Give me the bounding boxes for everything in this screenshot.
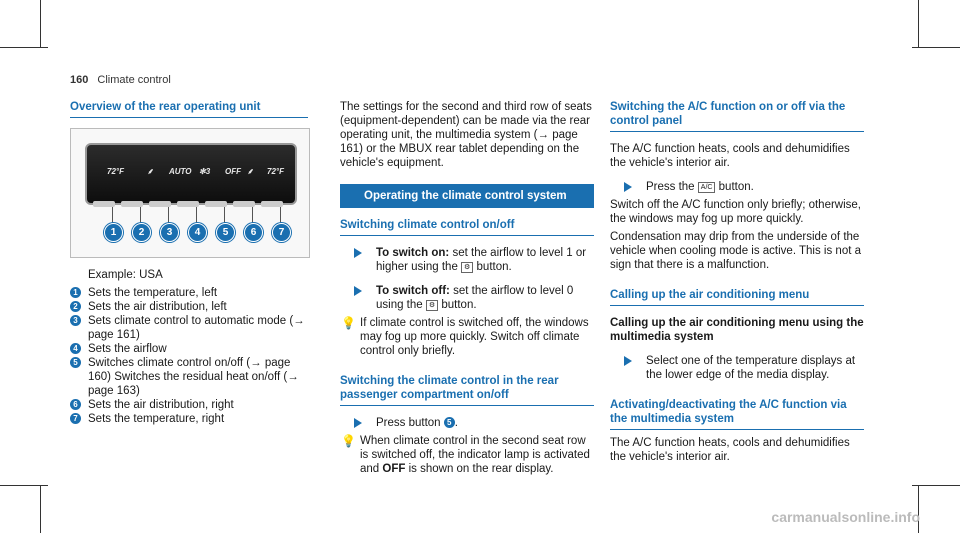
note: 💡 When climate control in the second sea… bbox=[341, 434, 590, 475]
subsection-heading: Switching climate control on/off bbox=[340, 218, 594, 236]
crop-mark bbox=[912, 47, 960, 48]
chapter-title: Climate control bbox=[97, 74, 171, 86]
temp-right-label: 72°F bbox=[267, 167, 284, 176]
crop-mark bbox=[912, 485, 960, 486]
auto-label: AUTO bbox=[169, 167, 192, 176]
callout-5: 5 bbox=[216, 223, 235, 242]
crop-mark bbox=[0, 485, 48, 486]
callout-row: 1 2 3 4 5 6 7 bbox=[71, 207, 309, 247]
paragraph: Condensation may drip from the underside… bbox=[610, 231, 862, 271]
example-caption: Example: USA bbox=[88, 269, 163, 281]
subsection-heading: Switching the climate control in the rea… bbox=[340, 374, 594, 406]
arrow-icon bbox=[624, 356, 632, 366]
callout-1: 1 bbox=[104, 223, 123, 242]
crop-mark bbox=[918, 0, 919, 48]
control-panel-image: 72°F ⸙ AUTO ✻3 OFF ⸙ 72°F bbox=[85, 143, 297, 205]
crop-mark bbox=[918, 485, 919, 533]
temp-left-label: 72°F bbox=[107, 167, 124, 176]
subsection-heading: Calling up the air conditioning menu usi… bbox=[610, 317, 864, 343]
watermark: carmanualsonline.info bbox=[771, 509, 920, 525]
section-band: Operating the climate control system bbox=[340, 184, 594, 208]
button-5-ref: 5 bbox=[443, 417, 455, 428]
lightbulb-icon: 💡 bbox=[341, 316, 356, 330]
callout-2: 2 bbox=[132, 223, 151, 242]
fan-button-icon: ⚙ bbox=[425, 300, 439, 311]
section-heading: Activating/deactivating the A/C function… bbox=[610, 398, 864, 430]
section-heading: Calling up the air conditioning menu bbox=[610, 288, 864, 306]
arrow-icon bbox=[354, 418, 362, 428]
instruction-step: To switch off: set the airflow to level … bbox=[340, 284, 594, 312]
rear-operating-unit-figure: 72°F ⸙ AUTO ✻3 OFF ⸙ 72°F 1 2 3 4 5 6 7 bbox=[70, 128, 310, 258]
air-distribution-left-icon: ⸙ bbox=[147, 167, 153, 176]
paragraph: The A/C function heats, cools and dehumi… bbox=[610, 143, 850, 169]
crop-mark bbox=[0, 47, 48, 48]
lightbulb-icon: 💡 bbox=[341, 434, 356, 448]
instruction-step: Select one of the temperature displays a… bbox=[610, 354, 864, 382]
arrow-icon bbox=[624, 182, 632, 192]
fan-icon: ✻3 bbox=[199, 167, 211, 176]
page-header: 160 Climate control bbox=[70, 73, 171, 87]
air-distribution-right-icon: ⸙ bbox=[247, 167, 253, 176]
middle-column: The settings for the second and third ro… bbox=[340, 100, 594, 480]
callout-6: 6 bbox=[244, 223, 263, 242]
arrow-icon bbox=[354, 286, 362, 296]
left-column: Overview of the rear operating unit bbox=[70, 100, 308, 128]
intro-paragraph: The settings for the second and third ro… bbox=[340, 101, 592, 169]
instruction-step: Press button 5. bbox=[340, 416, 594, 430]
crop-mark bbox=[40, 485, 41, 533]
arrow-icon bbox=[354, 248, 362, 258]
instruction-step: To switch on: set the airflow to level 1… bbox=[340, 246, 594, 274]
page-number: 160 bbox=[70, 74, 89, 86]
callout-4: 4 bbox=[188, 223, 207, 242]
right-column: Switching the A/C function on or off via… bbox=[610, 100, 864, 468]
section-heading: Overview of the rear operating unit bbox=[70, 100, 308, 118]
panel-keys bbox=[93, 201, 285, 207]
off-label: OFF bbox=[225, 167, 241, 176]
fan-button-icon: ⚙ bbox=[461, 262, 474, 273]
section-heading: Switching the A/C function on or off via… bbox=[610, 100, 864, 132]
paragraph: The A/C function heats, cools and dehumi… bbox=[610, 437, 850, 463]
paragraph: Switch off the A/C function only briefly… bbox=[610, 199, 861, 225]
instruction-step: Press the A/C button. bbox=[610, 180, 864, 194]
crop-mark bbox=[40, 0, 41, 48]
ac-button-icon: A/C bbox=[697, 182, 716, 193]
callout-7: 7 bbox=[272, 223, 291, 242]
callout-3: 3 bbox=[160, 223, 179, 242]
note: 💡 If climate control is switched off, th… bbox=[341, 316, 589, 357]
